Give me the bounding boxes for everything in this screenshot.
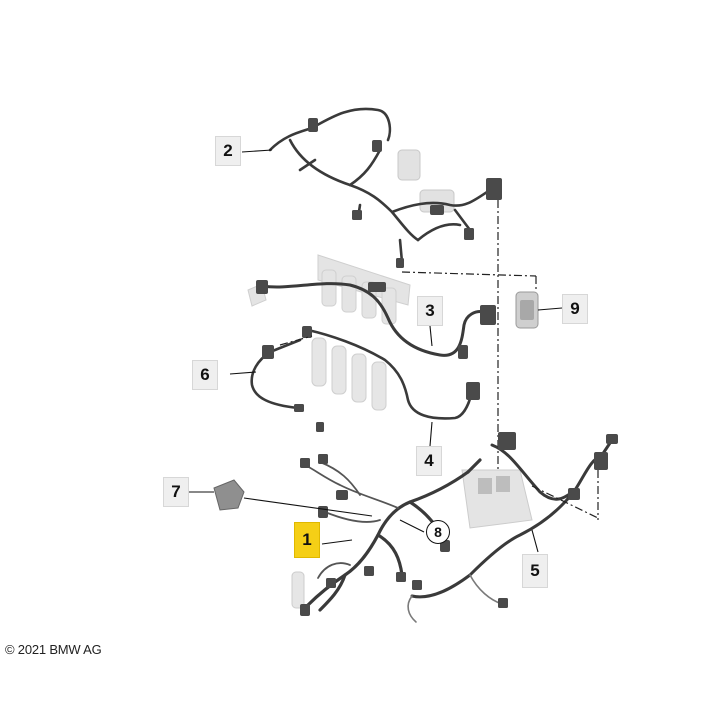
control-unit [461,469,533,529]
harness-5 [407,432,618,623]
harness-2 [268,107,537,490]
callout-9: 9 [562,294,588,324]
harness-6 [250,326,480,432]
callout-3: 3 [417,296,443,326]
callout-6: 6 [192,360,218,390]
copyright-text: © 2021 BMW AG [5,642,102,657]
harness-3 [247,254,496,359]
leader-lines [186,149,563,553]
callout-2: 2 [215,136,241,166]
harness-1 [291,454,482,616]
callout-7: 7 [163,477,189,507]
callout-1: 1 [294,522,320,558]
sensor-9 [515,291,539,329]
bracket-7 [213,479,245,511]
callout-8: 8 [426,520,450,544]
callout-4: 4 [416,446,442,476]
callout-5: 5 [522,554,548,588]
